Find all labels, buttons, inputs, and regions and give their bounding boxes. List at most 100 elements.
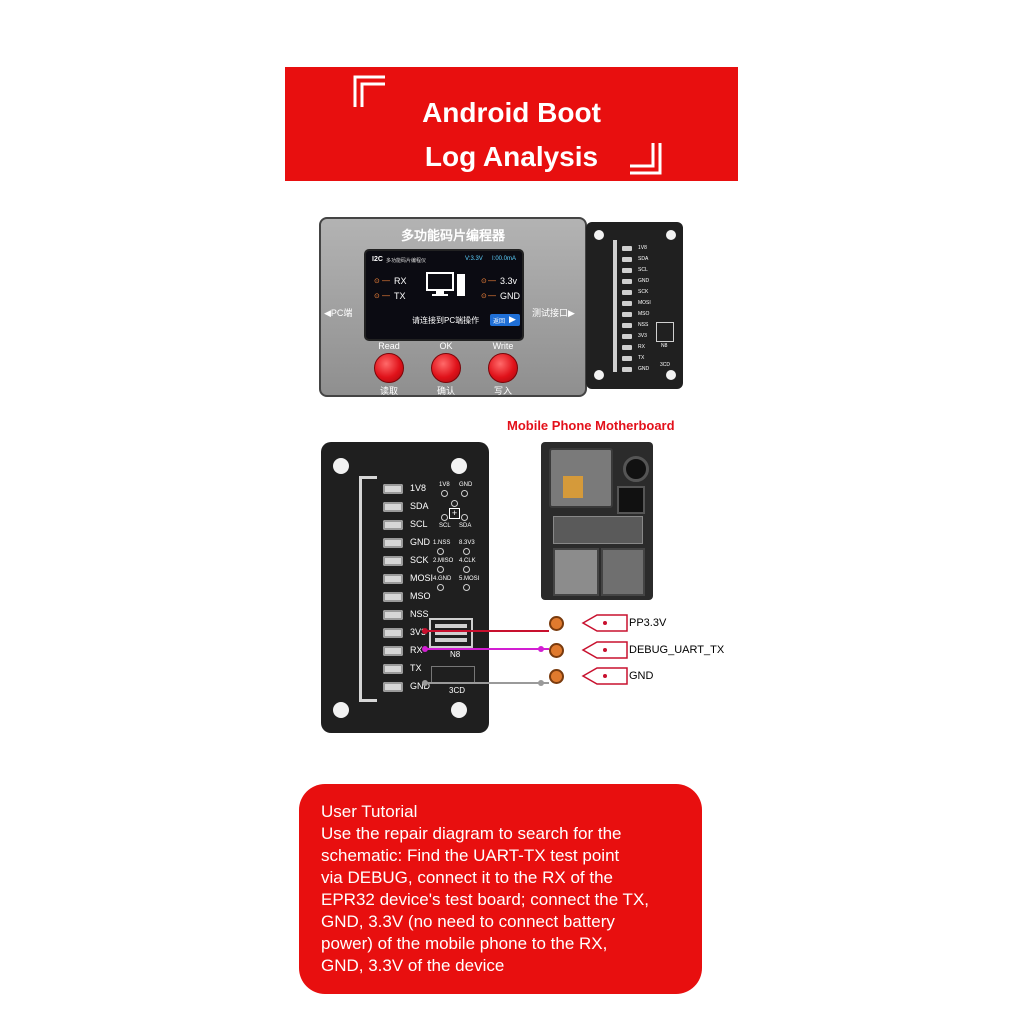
lb-pin-label: 3V3 (410, 627, 427, 637)
lb-pin[interactable] (383, 682, 403, 692)
write-button-label: Write (492, 341, 514, 351)
lb-pin[interactable] (383, 646, 403, 656)
lb-pin[interactable] (383, 610, 403, 620)
sb-pin[interactable] (622, 367, 632, 372)
sb-pin-label: GND (638, 278, 650, 284)
mount-hole (333, 702, 349, 718)
sb-pin-label: MOSI (638, 300, 651, 306)
sb-pin-label: SDA (638, 256, 649, 262)
lb-test-dot (437, 584, 444, 591)
lb-test-dot (461, 514, 468, 521)
lb-pin[interactable] (383, 628, 403, 638)
read-button-sublabel: 读取 (379, 386, 398, 396)
lb-pin[interactable] (383, 484, 403, 494)
lb-pin[interactable] (383, 520, 403, 530)
banner-title-line-2: Log Analysis (424, 141, 599, 172)
device-screen: I2C 多功能码片编程仪 V:3.3V I:00.0mA ⊙ — RX ⊙ — … (364, 249, 524, 341)
small-test-board: 1V8 SDA SCL GND SCK MOSI MSO NSS 3V3 RX … (586, 222, 683, 389)
sb-pin[interactable] (622, 323, 632, 328)
sb-pin[interactable] (622, 290, 632, 295)
sb-pin[interactable] (622, 257, 632, 262)
lb-test-dot (461, 490, 468, 497)
camera-icon (623, 456, 649, 482)
screen-arrow-icon: — (488, 291, 496, 300)
screen-brand: I2C (372, 256, 383, 263)
lb-pin-label: GND (410, 537, 430, 547)
sb-pin[interactable] (622, 268, 632, 273)
sb-pin-label: TX (638, 355, 645, 361)
lb-pin-label: GND (410, 681, 430, 691)
mount-hole (666, 370, 676, 380)
lb-pin-label: NSS (410, 609, 429, 619)
screen-back-button[interactable]: 返回 ▶ (490, 314, 520, 326)
read-button[interactable] (374, 353, 404, 383)
mount-hole (451, 458, 467, 474)
sb-pin-label: NSS (638, 322, 649, 328)
lb-pin-label: MSO (410, 591, 431, 601)
sb-tag-3cd: 3CD (660, 362, 671, 368)
test-point-gnd[interactable] (549, 669, 564, 684)
lb-pin[interactable] (383, 556, 403, 566)
shield-can (553, 516, 643, 544)
write-button[interactable] (488, 353, 518, 383)
lb-pin[interactable] (383, 502, 403, 512)
sb-pin[interactable] (622, 246, 632, 251)
sb-pin[interactable] (622, 312, 632, 317)
sb-pin-label: 1V8 (638, 245, 647, 251)
ok-button[interactable] (431, 353, 461, 383)
lb-small-label: 1V8 (439, 482, 450, 488)
screen-current: I:00.0mA (492, 256, 517, 262)
tutorial-line: schematic: Find the UART-TX test point (321, 846, 620, 865)
tutorial-line: Use the repair diagram to search for the (321, 824, 622, 843)
tutorial-line: power) of the mobile phone to the RX, (321, 934, 608, 953)
sb-pin[interactable] (622, 334, 632, 339)
lb-pin[interactable] (383, 664, 403, 674)
screen-tx-bullet-icon: ⊙ (374, 293, 380, 300)
sb-pin[interactable] (622, 279, 632, 284)
sb-tag-n8: N8 (661, 343, 668, 349)
lb-pin-label: SCK (410, 555, 429, 565)
device-title: 多功能码片编程器 (400, 228, 505, 243)
sb-pin-label: RX (638, 344, 645, 350)
test-point-label: PP3.3V (629, 617, 667, 629)
lb-pin-label: RX (410, 645, 423, 655)
lb-test-dot (441, 514, 448, 521)
lb-small-label: SDA (459, 523, 472, 529)
test-point-label: DEBUG_UART_TX (629, 644, 725, 656)
wire-endpoint (422, 680, 428, 686)
connector-block (617, 486, 645, 514)
banner-title-line-1: Android Boot (422, 97, 601, 128)
lb-test-dot (441, 490, 448, 497)
mount-hole (594, 230, 604, 240)
lb-small-label: 2.MISO (433, 558, 454, 564)
lb-pin[interactable] (383, 538, 403, 548)
sb-pin[interactable] (622, 356, 632, 361)
test-point-pp33v[interactable] (549, 616, 564, 631)
screen-voltage: V:3.3V (465, 256, 483, 262)
screen-prompt: 请连接到PC端操作 (412, 316, 480, 325)
sb-pin[interactable] (622, 301, 632, 306)
sb-pin-label: MSO (638, 311, 650, 317)
lb-small-label: 4.GND (433, 576, 452, 582)
sb-pin[interactable] (622, 345, 632, 350)
lb-small-label: 8.3V3 (459, 540, 475, 546)
test-point-label: GND (629, 670, 654, 682)
sb-pin-label: SCK (638, 289, 649, 295)
screen-gnd-label: GND (500, 291, 520, 301)
lb-test-dot (463, 548, 470, 555)
screen-rx-bullet-icon: ⊙ (374, 278, 380, 285)
lb-pin-label: SDA (410, 501, 429, 511)
computer-monitor-icon (426, 272, 465, 296)
right-port-label: 测试接口▶ (532, 308, 575, 318)
screen-arrow-icon: — (488, 276, 496, 285)
lb-pin[interactable] (383, 574, 403, 584)
lb-test-dot (463, 584, 470, 591)
title-banner: Android Boot Log Analysis (285, 67, 738, 181)
lb-small-label: 5.MOSI (459, 576, 480, 582)
tag-hole (603, 621, 607, 625)
test-point-debug-uart-tx[interactable] (549, 643, 564, 658)
lb-pin-label: 1V8 (410, 483, 427, 493)
lb-pin[interactable] (383, 592, 403, 602)
shield-can (553, 548, 599, 596)
